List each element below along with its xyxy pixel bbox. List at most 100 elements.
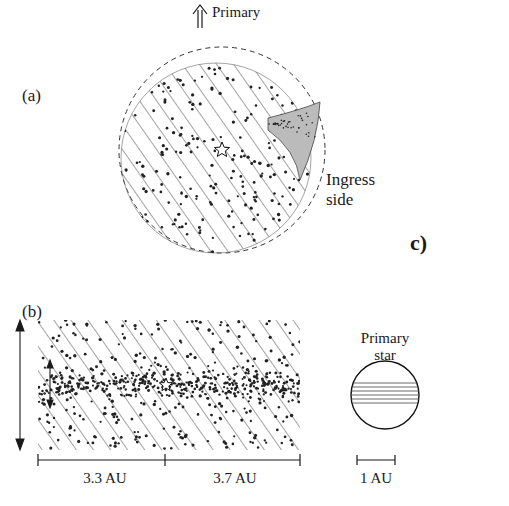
dust-dot (104, 412, 107, 415)
region-label: Ingress side (326, 170, 396, 209)
dust-dot (219, 417, 222, 420)
dust-dot (222, 373, 224, 375)
dust-dot (74, 393, 77, 396)
dust-dot (214, 405, 217, 408)
dust-dot (291, 379, 294, 382)
dust-dot (61, 392, 64, 395)
dust-dot (134, 360, 137, 363)
dust-dot (108, 380, 111, 383)
dust-dot (90, 400, 92, 402)
panel-label: (b) (22, 302, 62, 322)
dust-dot (209, 377, 212, 380)
dust-dot (179, 430, 182, 433)
star-symbol (214, 142, 229, 157)
dust-dot (209, 185, 212, 188)
dust-dot (257, 446, 259, 448)
dust-dot (132, 374, 134, 376)
dust-dot (296, 63, 299, 66)
dust-dot (187, 250, 189, 252)
dust-dot (252, 218, 255, 221)
dust-dot (179, 79, 182, 82)
dust-dot (265, 322, 268, 325)
dust-dot (234, 388, 237, 391)
dust-dot (186, 321, 188, 323)
dust-dot (256, 380, 258, 382)
dust-dot (40, 393, 42, 395)
dust-dot (145, 387, 148, 390)
dust-dot (282, 396, 285, 399)
dust-dot (226, 329, 229, 332)
dust-dot (281, 81, 284, 84)
dust-dot (178, 402, 181, 405)
dust-dot (280, 389, 283, 392)
dust-dot (85, 382, 87, 384)
dust-dot (306, 134, 308, 136)
dust-dot (142, 84, 145, 87)
dust-dot (56, 387, 59, 390)
dust-dot (123, 385, 125, 387)
dust-dot (87, 442, 89, 444)
dust-dot (282, 392, 285, 395)
dust-dot (202, 384, 205, 387)
dust-dot (244, 119, 247, 122)
dust-dot (297, 401, 300, 404)
dust-dot (121, 375, 123, 377)
dust-dot (177, 372, 180, 375)
dust-dot (290, 388, 292, 390)
dust-dot (56, 339, 59, 342)
dust-dot (218, 67, 221, 70)
dust-dot (73, 354, 76, 357)
dust-dot (72, 323, 75, 326)
dust-dot (174, 351, 177, 354)
dust-dot (248, 400, 250, 402)
dust-dot (138, 374, 140, 376)
dust-dot (85, 386, 88, 389)
dust-dot (167, 86, 170, 89)
dust-dot (261, 384, 264, 387)
dust-dot (118, 381, 121, 384)
dust-dot (38, 418, 41, 421)
dust-dot (243, 192, 246, 195)
dust-dot (300, 115, 302, 117)
dust-dot (281, 442, 283, 444)
dust-dot (246, 368, 249, 371)
dust-dot (132, 87, 135, 90)
dust-dot (243, 155, 246, 158)
dust-dot (157, 386, 160, 389)
dust-dot (273, 123, 275, 125)
dust-dot (131, 377, 133, 379)
dust-dot (166, 394, 168, 396)
dust-dot (161, 226, 164, 229)
dust-dot (84, 382, 87, 385)
dust-dot (291, 353, 294, 356)
dust-dot (255, 104, 258, 107)
dust-dot (199, 102, 202, 105)
dust-dot (120, 122, 123, 125)
dust-dot (179, 151, 182, 154)
dust-dot (140, 333, 143, 336)
dust-dot (260, 174, 263, 177)
dust-dot (171, 392, 174, 395)
dust-dot (141, 165, 144, 168)
dust-dot (239, 175, 242, 178)
dust-dot (95, 365, 98, 368)
dust-dot (241, 185, 244, 188)
dust-dot (161, 394, 163, 396)
dust-dot (179, 386, 181, 388)
dust-dot (265, 442, 267, 444)
dust-dot (218, 431, 221, 434)
dust-dot (200, 387, 203, 390)
dust-dot (273, 123, 275, 125)
dust-dot (270, 350, 273, 353)
dust-dot (258, 87, 260, 89)
dust-dot (60, 326, 62, 328)
dust-dot (66, 398, 69, 401)
dust-dots (38, 320, 300, 450)
dust-dot (113, 380, 116, 383)
dust-dot (104, 407, 107, 410)
dust-dot (189, 353, 192, 356)
dust-dot (64, 383, 66, 385)
dust-dot (279, 372, 281, 374)
dust-dot (272, 218, 275, 221)
dust-dot (134, 388, 137, 391)
